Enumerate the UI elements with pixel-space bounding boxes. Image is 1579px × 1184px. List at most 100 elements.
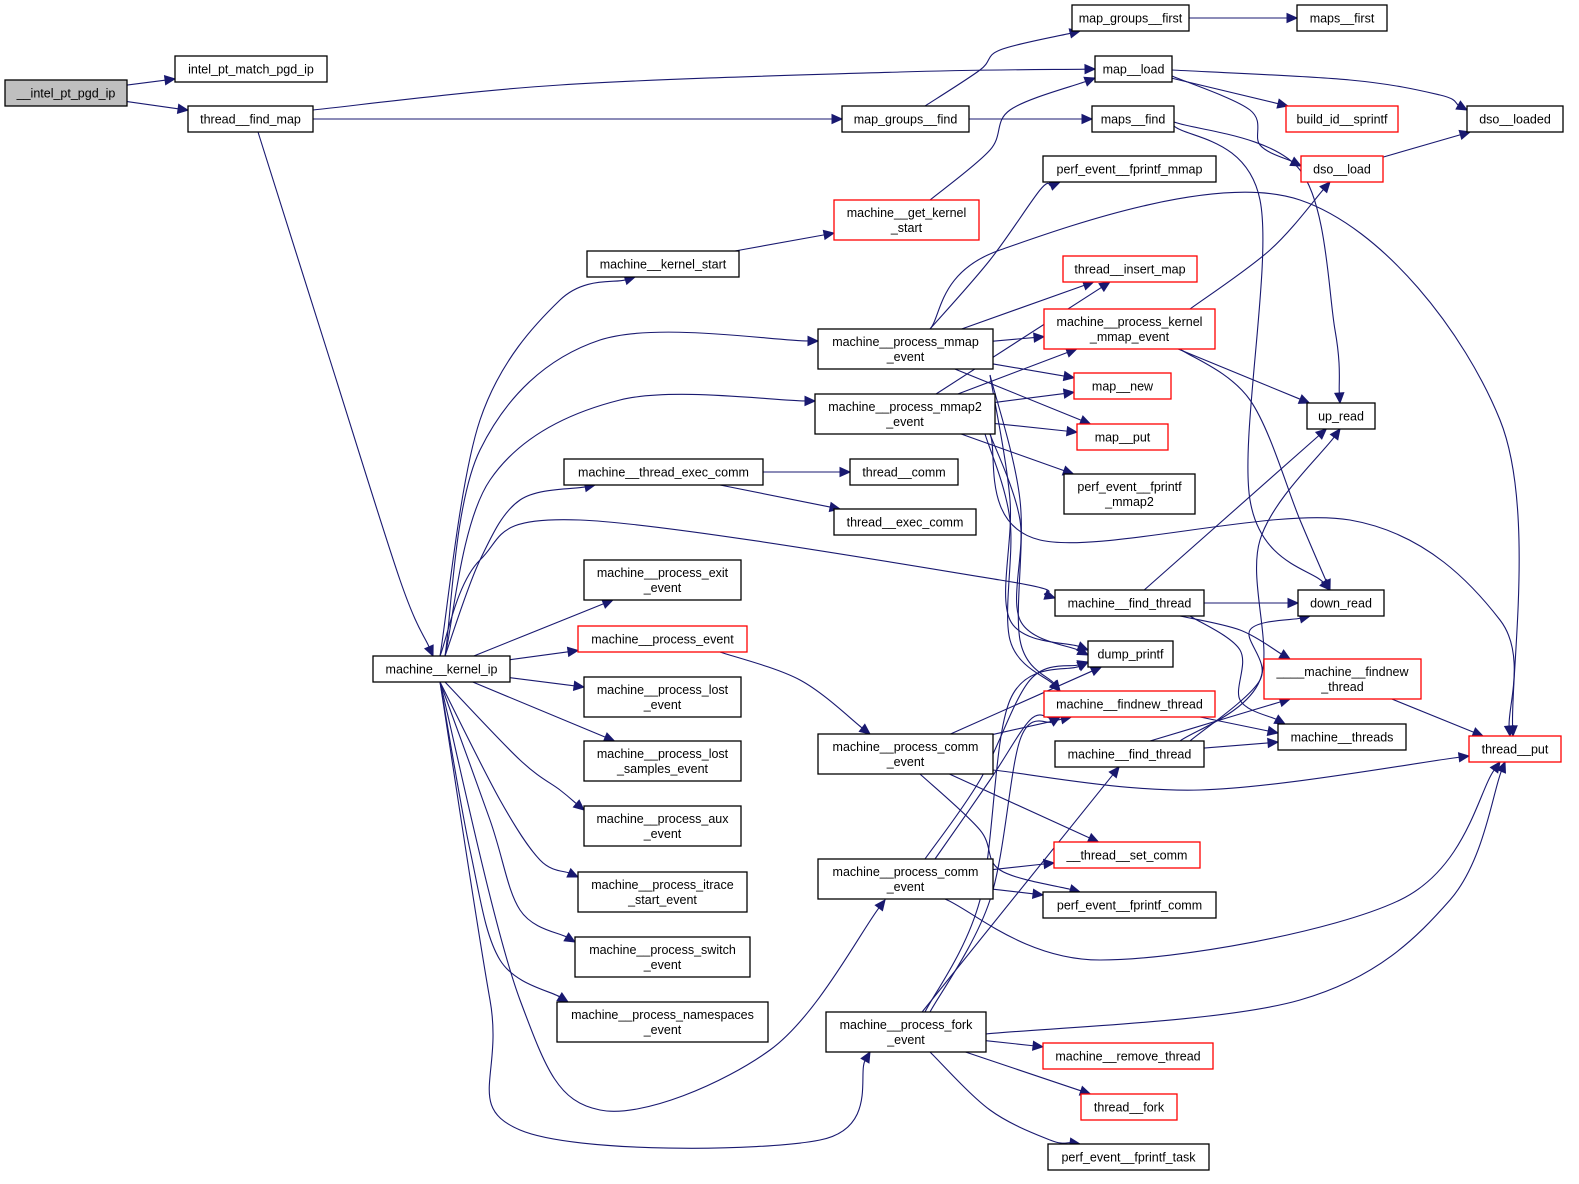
function-node[interactable]: machine__process_lost_event	[583, 676, 742, 718]
function-node[interactable]: machine__process_switch_event	[574, 936, 751, 978]
node-label: thread__insert_map	[1074, 263, 1185, 277]
truncated-node-box	[577, 625, 748, 653]
function-node[interactable]: maps__find	[1091, 105, 1175, 133]
node-box	[563, 458, 764, 486]
edge-line	[126, 101, 179, 110]
function-node[interactable]: machine__process_event	[577, 625, 748, 653]
call-edge	[1171, 69, 1469, 111]
arrowhead-icon	[860, 1050, 871, 1064]
call-edge	[1189, 181, 1331, 310]
edge-line	[509, 677, 575, 687]
arrowhead-icon	[1297, 394, 1311, 404]
function-node[interactable]: machine__process_aux_event	[583, 805, 742, 847]
function-node[interactable]: machine__thread_exec_comm	[563, 458, 764, 486]
function-node[interactable]: thread__find_map	[187, 105, 314, 133]
node-label: thread__put	[1482, 743, 1549, 757]
function-node[interactable]: map__put	[1076, 423, 1169, 451]
call-edge	[439, 681, 580, 878]
function-node[interactable]: perf_event__fprintf_task	[1047, 1143, 1210, 1171]
node-label: build_id__sprintf	[1296, 113, 1388, 127]
edge-line	[719, 484, 831, 508]
function-node[interactable]: machine__process_comm_event	[817, 858, 994, 900]
node-label: maps__first	[1310, 12, 1375, 26]
node-box	[1042, 891, 1217, 919]
function-node[interactable]: perf_event__fprintf_mmap2	[1063, 473, 1196, 515]
edge-line	[949, 773, 1090, 839]
function-node[interactable]: machine__kernel_ip	[372, 655, 511, 683]
function-node[interactable]: thread__put	[1468, 735, 1562, 763]
function-node[interactable]: machine__process_kernel_mmap_event	[1043, 308, 1216, 350]
function-node[interactable]: map__new	[1073, 372, 1172, 400]
truncated-node-box	[1263, 658, 1422, 700]
function-node[interactable]: machine__process_mmap_event	[817, 328, 994, 370]
call-edge	[929, 191, 1520, 738]
call-edge	[1143, 428, 1328, 591]
arrowhead-icon	[1334, 392, 1345, 405]
edge-line	[1189, 617, 1301, 742]
truncated-node-box	[1053, 841, 1201, 869]
truncated-node-box	[1080, 1093, 1178, 1121]
function-node[interactable]: maps__first	[1296, 4, 1388, 32]
node-label: dso__loaded	[1479, 113, 1551, 127]
call-edge	[935, 281, 1111, 395]
edge-line	[126, 79, 166, 86]
function-node[interactable]: machine__remove_thread	[1042, 1042, 1214, 1070]
function-node[interactable]: machine__process_lost_samples_event	[583, 740, 742, 782]
edge-line	[1189, 615, 1277, 720]
call-edge	[1179, 428, 1341, 742]
function-node[interactable]: thread__fork	[1080, 1093, 1178, 1121]
function-node[interactable]: machine__process_comm_event	[817, 733, 994, 775]
call-edge	[439, 681, 577, 943]
call-edge	[444, 481, 597, 657]
function-node[interactable]: build_id__sprintf	[1285, 105, 1399, 133]
function-node[interactable]: machine__kernel_start	[586, 250, 740, 278]
function-node[interactable]: machine__process_itrace_start_event	[577, 871, 748, 913]
function-node[interactable]: perf_event__fprintf_comm	[1042, 891, 1217, 919]
function-node[interactable]: machine__get_kernel_start	[833, 199, 980, 241]
call-edge	[994, 388, 1076, 403]
edge-line	[924, 665, 1080, 1013]
node-label: machine__find_thread	[1068, 748, 1192, 762]
function-node[interactable]: thread__insert_map	[1062, 255, 1198, 283]
function-node[interactable]: machine__process_exit_event	[583, 559, 742, 601]
node-box	[556, 1001, 769, 1043]
edge-line	[1171, 75, 1293, 162]
function-node[interactable]: map_groups__first	[1071, 4, 1190, 32]
function-node[interactable]: __intel_pt_pgd_ip	[4, 79, 128, 107]
function-node[interactable]: dump_printf	[1087, 640, 1174, 668]
function-node[interactable]: map_groups__find	[841, 105, 970, 133]
function-node[interactable]: up_read	[1306, 402, 1376, 430]
function-node[interactable]: perf_event__fprintf_mmap	[1042, 155, 1217, 183]
function-node[interactable]: __thread__set_comm	[1053, 841, 1201, 869]
function-node[interactable]: down_read	[1297, 589, 1385, 617]
function-node[interactable]: thread__exec_comm	[833, 508, 977, 536]
call-edge	[763, 466, 852, 478]
call-edge	[719, 484, 842, 513]
function-node[interactable]: thread__comm	[849, 458, 959, 486]
function-node[interactable]: dso__load	[1300, 155, 1384, 183]
arrowhead-icon	[601, 599, 614, 609]
function-node[interactable]: machine__process_mmap2_event	[814, 393, 996, 435]
call-edge	[444, 681, 585, 811]
function-node[interactable]: intel_pt_match_pgd_ip	[174, 55, 328, 83]
function-node[interactable]: machine__findnew_thread	[1043, 690, 1216, 718]
function-node[interactable]: ____machine__findnew_thread	[1263, 658, 1422, 700]
node-label: machine__process_comm	[833, 740, 979, 754]
edge-line	[929, 1051, 1071, 1144]
function-node[interactable]: machine__find_thread	[1054, 589, 1205, 617]
node-label: _start_event	[627, 893, 697, 907]
edge-line	[992, 888, 1034, 895]
edge-line	[1177, 348, 1301, 400]
function-node[interactable]: dso__loaded	[1466, 105, 1564, 133]
function-node[interactable]: machine__threads	[1277, 723, 1407, 751]
call-edge	[126, 101, 190, 114]
node-label: _event	[886, 880, 925, 894]
function-node[interactable]: machine__process_namespaces_event	[556, 1001, 769, 1043]
arrowhead-icon	[1048, 716, 1062, 727]
function-node[interactable]: machine__find_thread	[1054, 740, 1205, 768]
arrowhead-icon	[1031, 888, 1045, 899]
truncated-node-box	[1300, 155, 1384, 183]
function-node[interactable]: map__load	[1094, 55, 1173, 83]
arrowhead-icon	[1086, 832, 1100, 843]
function-node[interactable]: machine__process_fork_event	[825, 1011, 987, 1053]
